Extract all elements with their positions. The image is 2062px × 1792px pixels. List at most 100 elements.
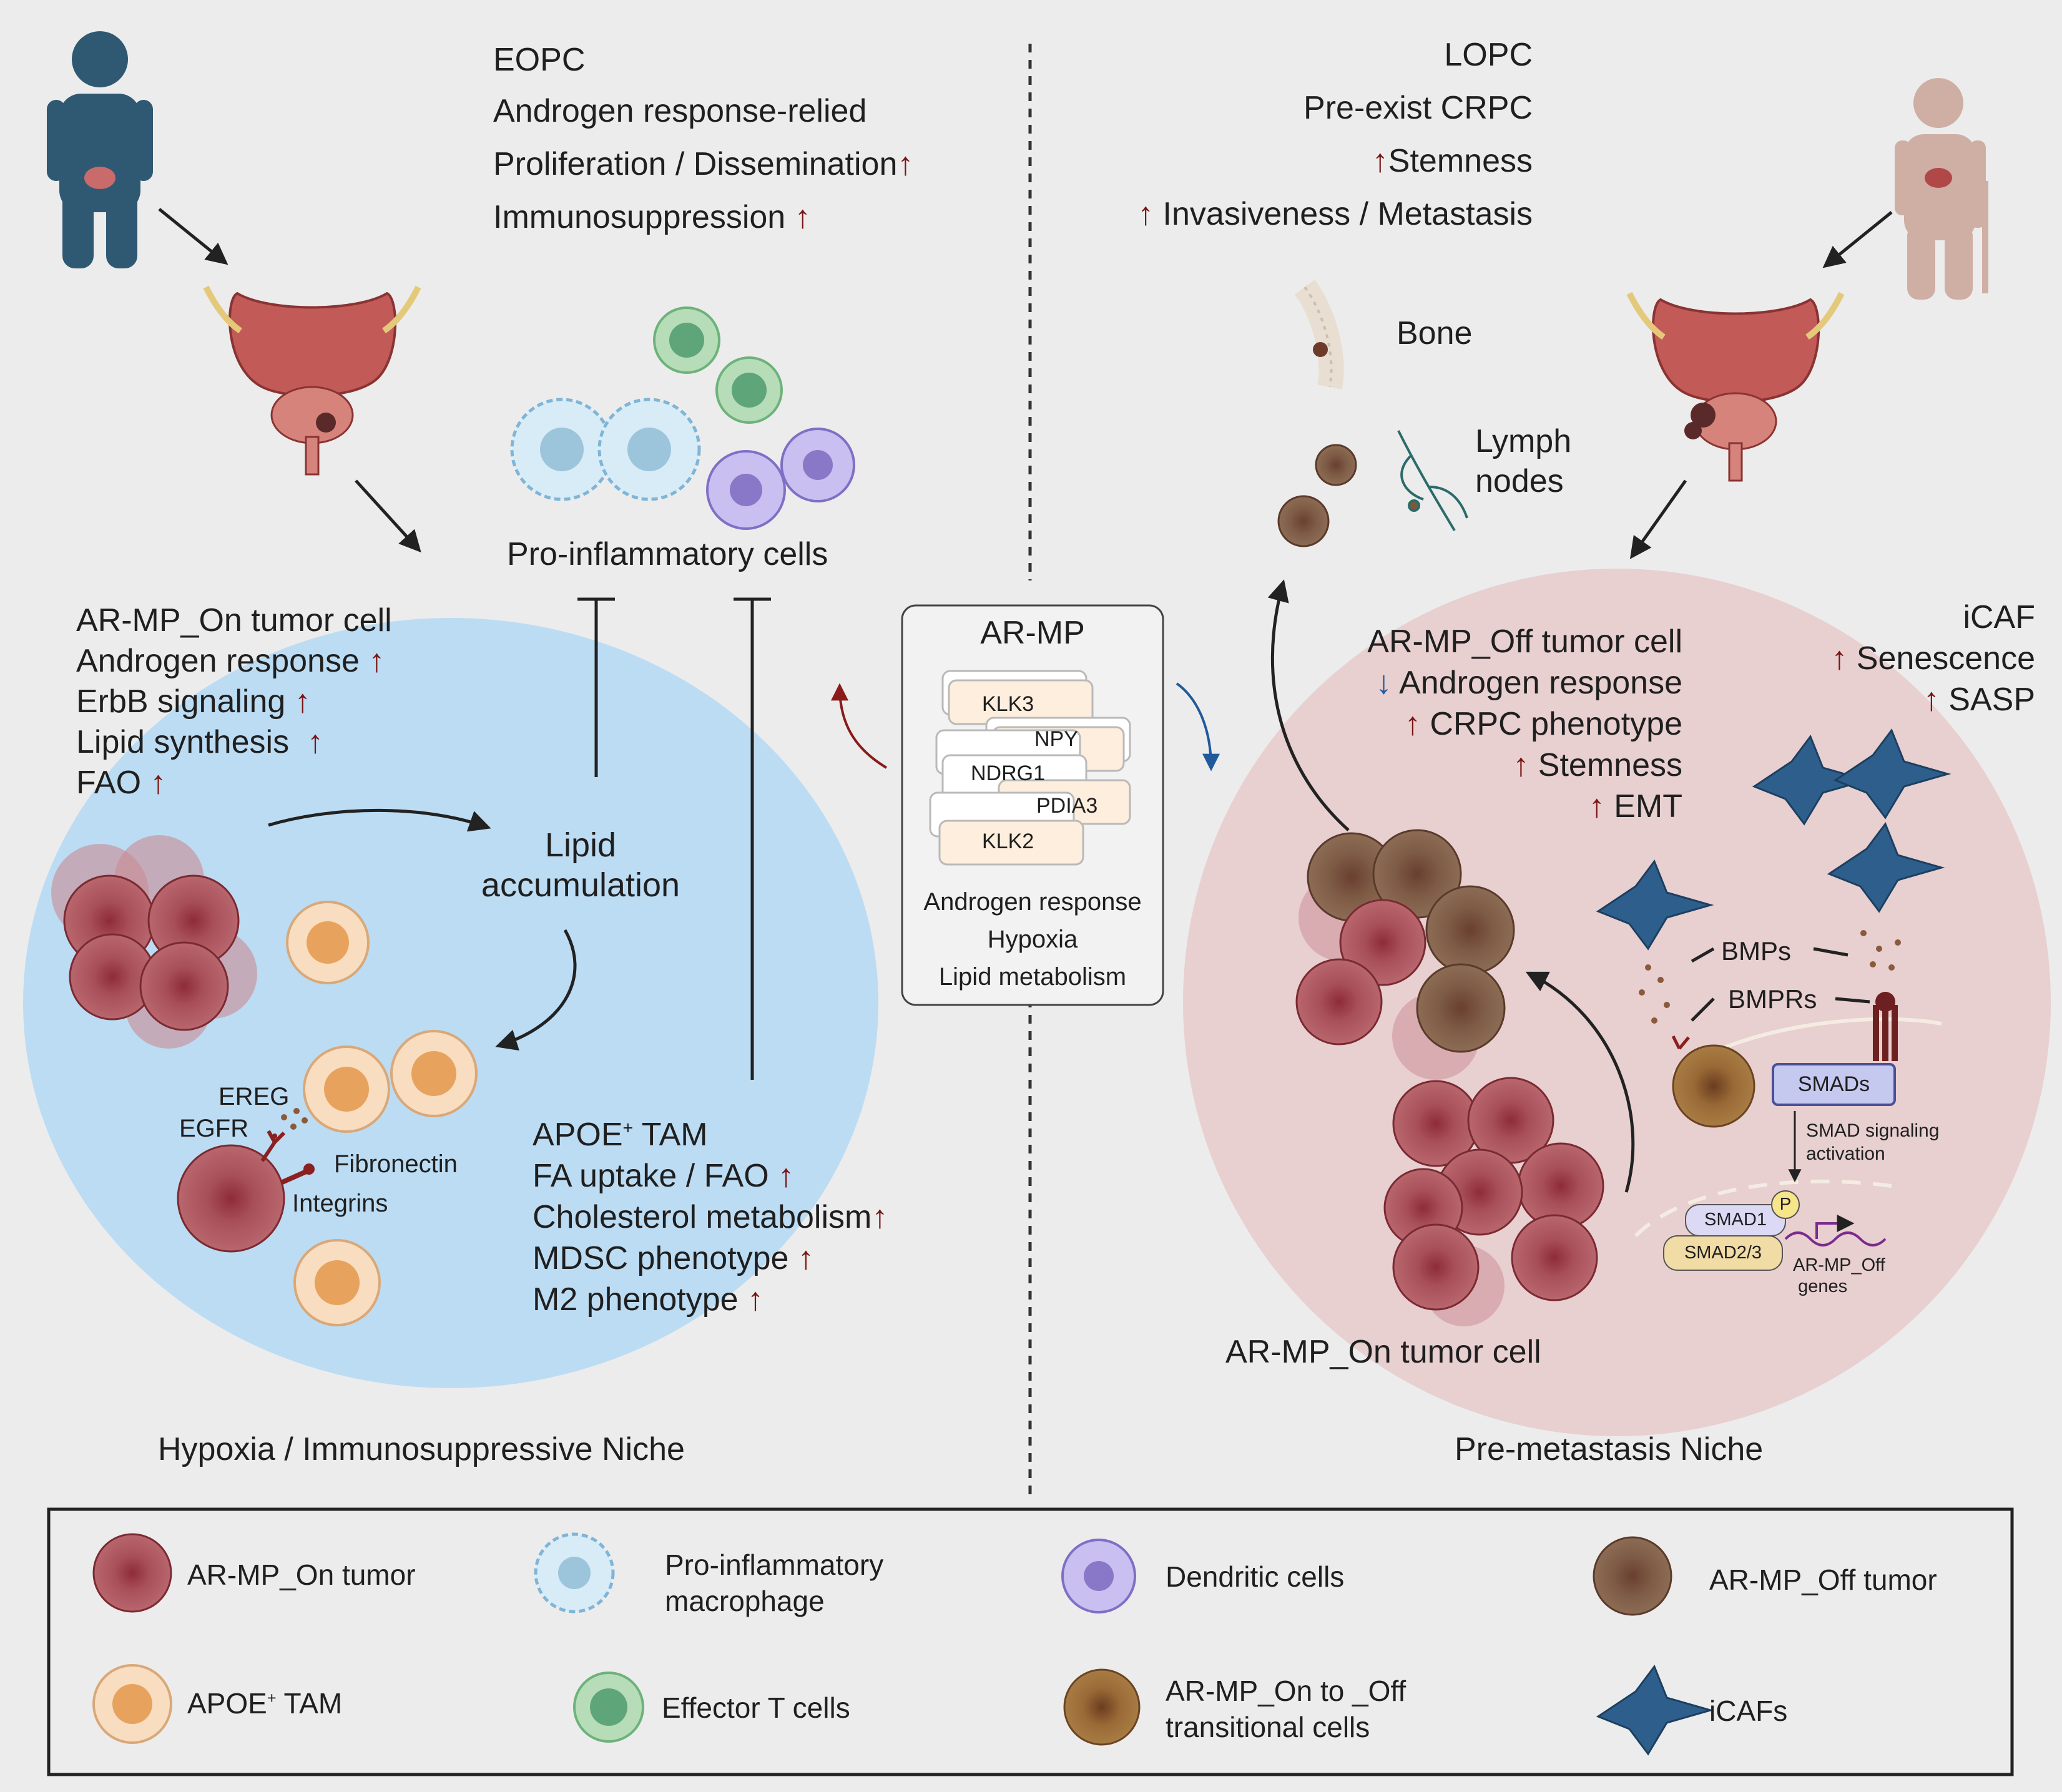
- off-feature-emt: ↑ EMT: [1249, 790, 1682, 823]
- left-feature-eopc: EOPC: [493, 42, 586, 78]
- ar-mp-on-tumor-icon: [92, 1533, 172, 1613]
- right-feature-invasiveness-text: Invasiveness / Metastasis: [1162, 196, 1533, 232]
- up-arrow-icon: ↑: [1372, 143, 1388, 179]
- off-feature-androgen-text: Androgen response: [1399, 665, 1682, 701]
- off-feature-stemness: ↑ Stemness: [1249, 749, 1682, 781]
- lymph-nodes-icon: [1397, 430, 1468, 532]
- left-tumor-feature-erbb: ErbB signaling ↑: [76, 685, 311, 718]
- right-feature-stemness-text: Stemness: [1388, 143, 1533, 179]
- left-feature-immunosuppression-text: Immunosuppression: [493, 199, 786, 235]
- left-feature-proliferation-text: Proliferation / Dissemination: [493, 146, 898, 182]
- left-tumor-feature-lipid-text: Lipid synthesis: [76, 724, 290, 760]
- legend-icons: [92, 1532, 1714, 1756]
- smad23-label: SMAD2/3: [1684, 1243, 1762, 1263]
- lipid-line1: Lipid: [544, 826, 617, 864]
- immune-niche-label: Hypoxia / Immunosuppressive Niche: [158, 1431, 685, 1467]
- right-feature-crpc: Pre-exist CRPC: [1303, 90, 1533, 126]
- pathway-androgen: Androgen response: [923, 888, 1142, 916]
- icaf-feature-sasp: ↑ SASP: [1748, 683, 2035, 716]
- old-man-icon: [1895, 78, 1988, 300]
- integrins-label: Integrins: [292, 1190, 388, 1217]
- up-arrow-icon: ↑: [778, 1158, 795, 1194]
- prostate-left-icon: [203, 285, 421, 476]
- gene-pdia3: PDIA3: [1036, 794, 1098, 818]
- ar-mp-off-tumor-icon: [1593, 1536, 1672, 1616]
- up-arrow-icon: ↑: [368, 643, 385, 679]
- bone-icon: [1294, 280, 1344, 389]
- metastatic-tumor-cells: [1277, 444, 1357, 547]
- lymph-line2: nodes: [1475, 463, 1564, 499]
- right-feature-stemness: ↑Stemness: [1061, 145, 1533, 177]
- tam-title: APOE+ TAM: [533, 1119, 708, 1151]
- icaf-feature-sasp-text: SASP: [1948, 682, 2035, 718]
- up-arrow-icon: ↑: [794, 199, 811, 235]
- legend-pro-inflammatory-line1: Pro-inflammatory: [665, 1549, 884, 1581]
- p-label: P: [1779, 1194, 1792, 1213]
- pathway-hypoxia: Hypoxia: [987, 926, 1078, 953]
- down-arrow-icon: ↓: [1375, 665, 1392, 701]
- tam-title-sup: +: [622, 1118, 634, 1138]
- ar-mp-on-tumor-cluster-left: [51, 835, 257, 1049]
- legend-apoe-suffix: TAM: [276, 1687, 343, 1720]
- bmps-label: BMPs: [1721, 936, 1792, 966]
- off-feature-stemness-text: Stemness: [1538, 747, 1682, 783]
- egfr-tumor-cell: [177, 1108, 315, 1253]
- left-tumor-feature-fao: FAO ↑: [76, 766, 166, 799]
- lipid-line2: accumulation: [481, 866, 680, 904]
- apoe-tam-cells: [286, 901, 478, 1326]
- legend-apoe-tam: APOE+ TAM: [187, 1689, 342, 1718]
- tam-title-suffix: TAM: [633, 1117, 708, 1153]
- legend-ar-mp-off-tumor: AR-MP_Off tumor: [1709, 1564, 1937, 1596]
- smads-label: SMADs: [1797, 1072, 1870, 1096]
- up-arrow-icon: ↑: [747, 1281, 764, 1318]
- transcription-arrow: [1815, 1215, 1855, 1239]
- left-tumor-feature-androgen: Androgen response ↑: [76, 645, 385, 677]
- off-genes-label: AR-MP_Off genes: [1793, 1255, 1885, 1297]
- prostate-right-icon: [1626, 291, 1845, 482]
- pro-inflammatory-label: Pro-inflammatory cells: [507, 536, 828, 572]
- bmprs-label: BMPRs: [1728, 984, 1817, 1014]
- tam-feature-fa: FA uptake / FAO ↑: [533, 1160, 794, 1192]
- tam-feature-mdsc: MDSC phenotype ↑: [533, 1242, 814, 1275]
- tam-feature-cholesterol: Cholesterol metabolism↑: [533, 1201, 888, 1233]
- dna-strand: [1784, 1231, 1887, 1246]
- off-feature-emt-text: EMT: [1614, 788, 1682, 825]
- left-tumor-title: AR-MP_On tumor cell: [76, 602, 392, 639]
- up-arrow-icon: ↑: [150, 765, 167, 801]
- gene-npy: NPY: [1034, 727, 1078, 751]
- off-title: AR-MP_Off tumor cell: [1367, 624, 1682, 660]
- left-feature-immunosuppression: Immunosuppression ↑: [493, 201, 811, 233]
- bmpr-receptor-icon: [1873, 992, 1898, 1061]
- off-feature-crpc: ↑ CRPC phenotype: [1249, 708, 1682, 740]
- up-arrow-icon: ↑: [897, 146, 914, 182]
- right-feature-lopc: LOPC: [1444, 37, 1533, 73]
- icaf-feature-senescence-text: Senescence: [1856, 640, 2035, 677]
- legend-apoe-text: APOE: [187, 1687, 267, 1720]
- up-arrow-icon: ↑: [1923, 682, 1940, 718]
- up-arrow-icon: ↑: [1137, 196, 1154, 232]
- up-arrow-icon: ↑: [871, 1199, 888, 1235]
- smad23-box: [1663, 1235, 1783, 1271]
- pro-inflammatory-cells-illustration: [510, 306, 855, 530]
- legend-transitional-line2: transitional cells: [1166, 1711, 1370, 1743]
- ar-mp-off-tumor-cluster: [1295, 829, 1515, 1080]
- egfr-label: EGFR: [179, 1115, 249, 1142]
- transitional-cell: [1671, 1035, 1755, 1128]
- off-genes-line2: genes: [1798, 1276, 1848, 1296]
- left-tumor-feature-fao-text: FAO: [76, 765, 142, 801]
- metastasis-niche-label: Pre-metastasis Niche: [1455, 1431, 1764, 1467]
- up-arrow-icon: ↑: [1404, 706, 1421, 742]
- tam-title-text: APOE: [533, 1117, 623, 1153]
- left-tumor-feature-erbb-text: ErbB signaling: [76, 683, 286, 720]
- left-feature-proliferation: Proliferation / Dissemination↑: [493, 148, 913, 180]
- legend-dendritic: Dendritic cells: [1166, 1560, 1345, 1593]
- legend-effector-t: Effector T cells: [662, 1692, 850, 1724]
- off-feature-androgen: ↓ Androgen response: [1249, 667, 1682, 699]
- young-man-icon: [47, 31, 153, 268]
- legend-icafs: iCAFs: [1709, 1695, 1788, 1727]
- up-arrow-icon: ↑: [294, 683, 311, 720]
